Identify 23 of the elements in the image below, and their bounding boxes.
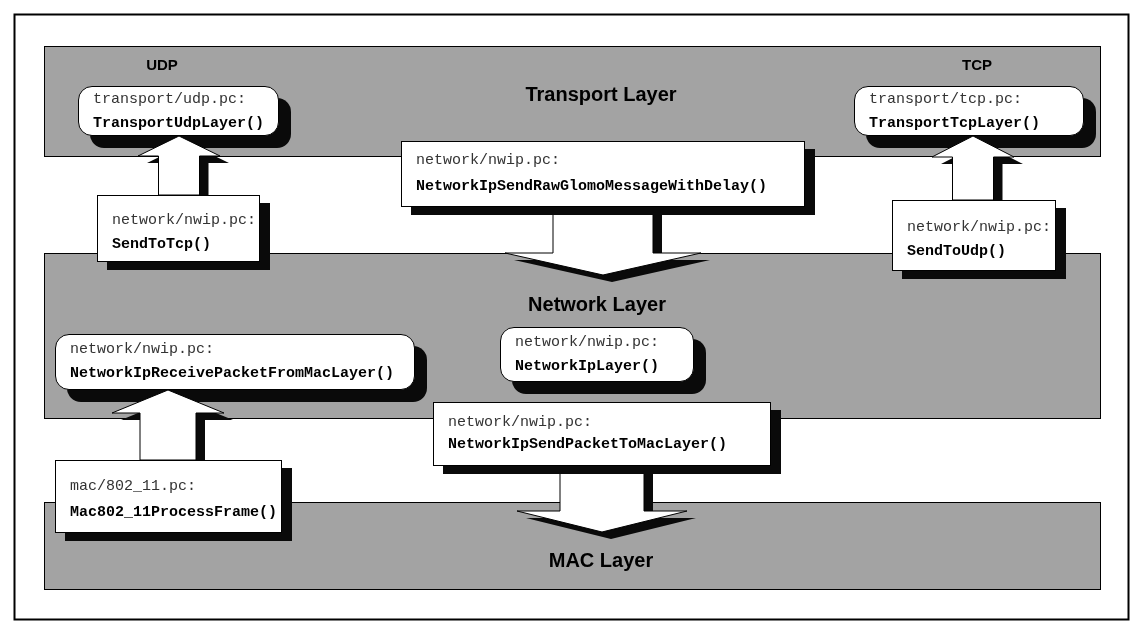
- layer-title: Transport Layer: [525, 83, 677, 106]
- layer-title: MAC Layer: [548, 549, 654, 572]
- layer-title: Network Layer: [528, 293, 666, 316]
- function-name: NetworkIpSendPacketToMacLayer(): [448, 435, 728, 455]
- function-name: NetworkIpLayer(): [515, 357, 660, 377]
- function-name: Mac802_11ProcessFrame(): [70, 503, 278, 523]
- function-name: NetworkIpSendRawGlomoMessageWithDelay(): [416, 177, 768, 197]
- function-name: SendToUdp(): [907, 242, 1007, 262]
- file-path: network/nwip.pc:: [70, 340, 215, 360]
- file-path: network/nwip.pc:: [416, 151, 561, 171]
- function-name: SendToTcp(): [112, 235, 212, 255]
- function-name: TransportTcpLayer(): [869, 114, 1041, 134]
- file-path: transport/tcp.pc:: [869, 90, 1023, 110]
- file-path: network/nwip.pc:: [907, 218, 1052, 238]
- file-path: network/nwip.pc:: [515, 333, 660, 353]
- protocol-label: TCP: [962, 56, 992, 73]
- file-path: network/nwip.pc:: [448, 413, 593, 433]
- file-path: network/nwip.pc:: [112, 211, 257, 231]
- function-name: NetworkIpReceivePacketFromMacLayer(): [70, 364, 395, 384]
- function-name: TransportUdpLayer(): [93, 114, 265, 134]
- file-path: mac/802_11.pc:: [70, 477, 197, 497]
- protocol-label: UDP: [146, 56, 178, 73]
- file-path: transport/udp.pc:: [93, 90, 247, 110]
